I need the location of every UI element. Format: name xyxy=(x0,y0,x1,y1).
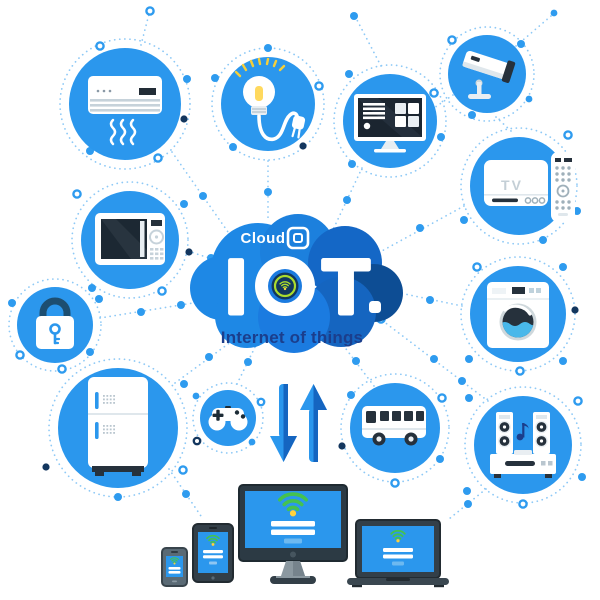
logo-letter-t: T xyxy=(323,245,369,330)
node-security-camera xyxy=(439,26,535,122)
tv-box-remote-icon: TV xyxy=(484,152,575,222)
data-transfer-arrows xyxy=(270,384,327,462)
node-game-controller xyxy=(192,382,266,454)
node-refrigerator xyxy=(42,358,188,501)
node-smart-tv xyxy=(333,64,447,178)
light-rays-icon xyxy=(234,57,286,78)
washing-machine-icon xyxy=(487,282,549,348)
node-washing-machine xyxy=(460,256,579,376)
refrigerator-icon xyxy=(88,377,148,476)
tv-box-label: TV xyxy=(501,177,523,193)
logo-letter-i: I xyxy=(225,245,246,330)
node-light-bulb xyxy=(211,44,325,161)
padlock-key-icon xyxy=(36,297,74,349)
node-audio-system xyxy=(463,386,586,509)
airflow-waves-icon xyxy=(109,118,137,146)
plug-icon xyxy=(291,115,306,139)
wifi-icon xyxy=(279,281,291,291)
cloud-label: Cloud xyxy=(241,230,286,247)
wifi-icon xyxy=(277,492,309,517)
bus-icon xyxy=(362,406,426,446)
wifi-icon xyxy=(206,534,220,546)
cloud-app-icon xyxy=(286,226,310,250)
node-air-conditioner xyxy=(59,38,191,170)
speakers-icon xyxy=(490,412,556,478)
desktop-monitor xyxy=(238,484,348,584)
smart-tv-icon xyxy=(354,94,426,153)
power-cord-icon xyxy=(257,111,299,142)
client-devices xyxy=(161,484,449,588)
air-conditioner-icon xyxy=(88,76,162,146)
logo-period xyxy=(369,301,381,313)
cloud-hub: Cloud I T Internet of things xyxy=(190,214,403,353)
music-note-icon xyxy=(516,423,529,441)
iot-logo: I T xyxy=(223,243,381,333)
node-bus xyxy=(338,373,450,488)
smartphone xyxy=(161,547,188,587)
down-arrow-icon xyxy=(270,384,297,462)
laptop xyxy=(347,519,449,588)
wifi-icon xyxy=(390,529,406,543)
remote-control-icon xyxy=(551,152,575,222)
microwave-icon xyxy=(95,213,165,265)
node-tv-set-top-box: TV xyxy=(460,127,581,245)
security-camera-icon xyxy=(462,50,516,99)
light-bulb-icon xyxy=(234,57,306,142)
laptop-base xyxy=(347,578,449,585)
up-arrow-icon xyxy=(300,384,327,462)
node-microwave-oven xyxy=(71,181,193,299)
tablet xyxy=(192,523,234,583)
subtitle: Internet of things xyxy=(221,328,363,347)
gamepad-icon xyxy=(208,406,248,431)
node-smart-lock xyxy=(8,278,103,372)
wifi-icon xyxy=(169,557,180,565)
